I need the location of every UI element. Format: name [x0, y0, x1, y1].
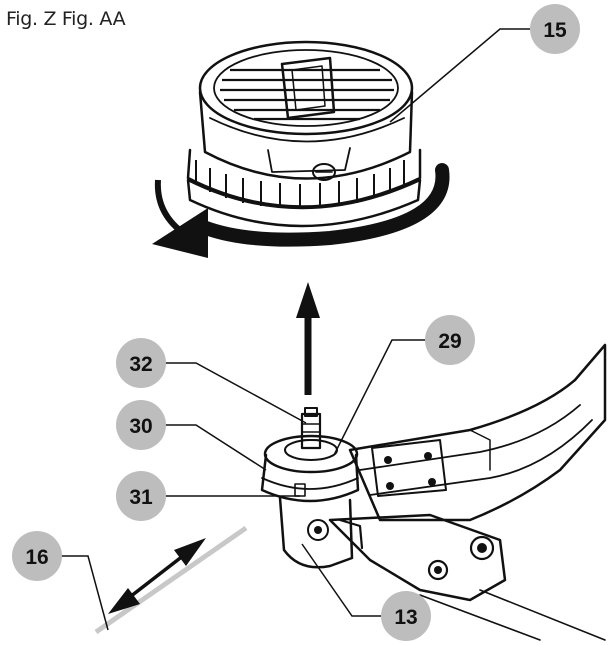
- cutting-line: [94, 525, 248, 635]
- rotation-arrow: [152, 163, 450, 258]
- line-adjust-arrow: [108, 538, 206, 614]
- callout-29-label: 29: [438, 330, 461, 353]
- lift-arrow: [296, 282, 320, 395]
- callout-29: 29: [425, 315, 475, 365]
- leader-30: [165, 424, 267, 471]
- leader-13: [301, 543, 382, 617]
- callout-16-label: 16: [25, 546, 48, 569]
- callout-13-label: 13: [394, 606, 417, 629]
- leader-32: [165, 362, 307, 424]
- bracket-bolt: [427, 559, 449, 581]
- brand-plate: [280, 56, 336, 120]
- leader-15: [389, 28, 530, 123]
- spool-top-texture: [220, 68, 394, 121]
- gear-housing: [278, 496, 364, 569]
- spool-cap: [186, 40, 422, 228]
- callout-32-label: 32: [129, 353, 152, 376]
- callout-31: 31: [116, 471, 166, 521]
- callout-15-label: 15: [543, 19, 567, 42]
- spool-screw: [312, 163, 336, 181]
- callout-30-label: 30: [129, 415, 152, 438]
- knurled-ring: [195, 160, 405, 209]
- callout-13: 13: [381, 591, 431, 641]
- drive-shaft: [300, 407, 322, 450]
- callout-31-label: 31: [129, 486, 153, 509]
- figure-title: Fig. Z Fig. AA: [6, 8, 126, 30]
- callout-32: 32: [116, 338, 166, 388]
- leader-29: [333, 339, 425, 456]
- leader-16: [60, 555, 109, 631]
- callout-16: 16: [12, 531, 62, 581]
- callout-30: 30: [116, 400, 166, 450]
- spool-base: [260, 434, 360, 503]
- bracket-bolt: [469, 535, 495, 561]
- trimmer-housing: [328, 343, 607, 641]
- callout-15: 15: [530, 4, 580, 54]
